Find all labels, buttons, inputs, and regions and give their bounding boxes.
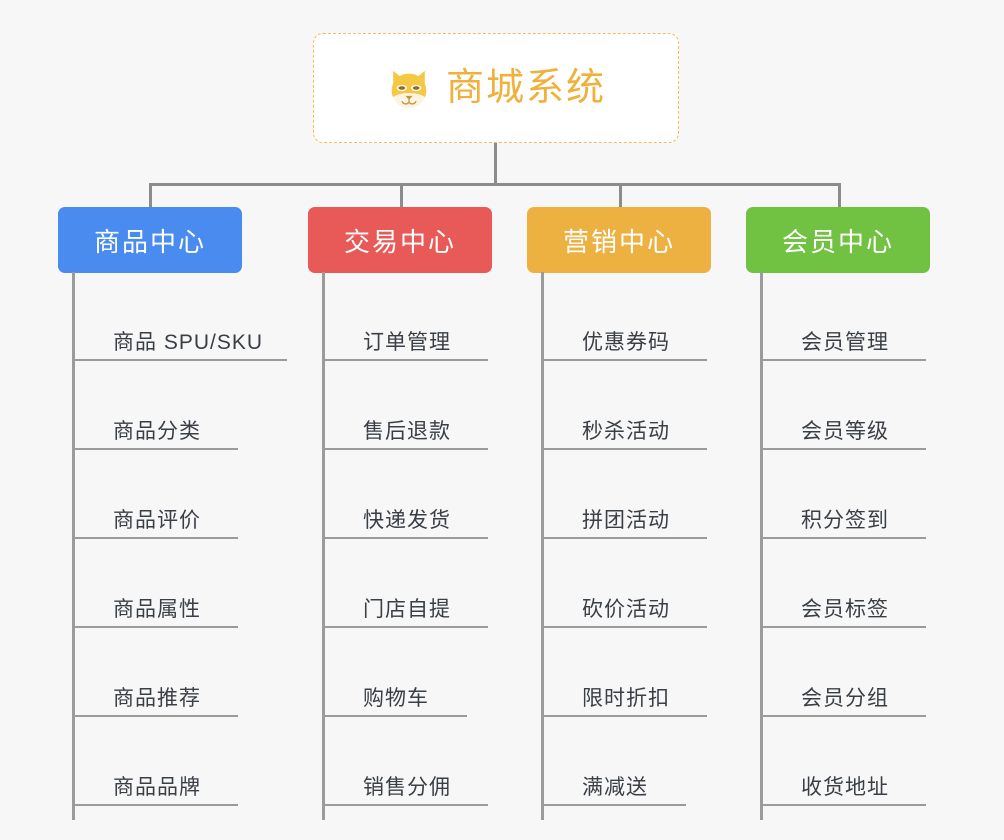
leaf-item[interactable]: 砍价活动 [544, 539, 707, 628]
branch-header-2[interactable]: 营销中心 [527, 207, 711, 273]
leaf-underline [544, 715, 707, 717]
leaf-label: 商品 SPU/SKU [113, 331, 264, 354]
leaf-underline [544, 804, 686, 806]
leaf-underline [763, 626, 926, 628]
leaf-underline [75, 626, 238, 628]
connector-drop-1 [149, 183, 152, 208]
leaf-underline [544, 359, 707, 361]
leaf-underline [75, 537, 238, 539]
leaf-item[interactable]: 会员等级 [763, 361, 926, 450]
branch-header-label: 交易中心 [343, 226, 456, 257]
leaf-underline [763, 804, 926, 806]
leaf-underline [763, 537, 926, 539]
leaf-item[interactable]: 商品 SPU/SKU [75, 272, 287, 361]
branch-trunk [760, 272, 763, 820]
leaf-item[interactable]: 销售分佣 [325, 717, 488, 806]
leaf-label: 满减送 [582, 776, 648, 799]
leaf-item[interactable]: 商品分类 [75, 361, 238, 450]
connector-drop-4 [838, 183, 841, 208]
branch-header-label: 商品中心 [93, 226, 206, 257]
leaf-item[interactable]: 会员分组 [763, 628, 926, 717]
leaf-item[interactable]: 商品属性 [75, 539, 238, 628]
leaf-label: 销售分佣 [363, 776, 451, 799]
connector-drop-2 [400, 183, 403, 208]
leaf-underline [325, 448, 488, 450]
leaf-label: 优惠券码 [582, 331, 670, 354]
leaf-item[interactable]: 满减送 [544, 717, 686, 806]
leaf-item[interactable]: 售后退款 [325, 361, 488, 450]
leaf-underline [325, 715, 467, 717]
leaf-label: 订单管理 [363, 331, 451, 354]
leaf-item[interactable]: 门店自提 [325, 539, 488, 628]
leaf-item[interactable]: 订单管理 [325, 272, 488, 361]
branch-header-label: 会员中心 [781, 226, 894, 257]
shiba-dog-face-icon [391, 70, 427, 109]
leaf-item[interactable]: 积分签到 [763, 450, 926, 539]
root-title: 商城系统 [445, 67, 606, 109]
leaf-item[interactable]: 收货地址 [763, 717, 926, 806]
leaf-item[interactable]: 商品评价 [75, 450, 238, 539]
leaf-item[interactable]: 商品品牌 [75, 717, 238, 806]
leaf-item[interactable]: 快递发货 [325, 450, 488, 539]
leaf-item[interactable]: 会员管理 [763, 272, 926, 361]
branch-trunk [322, 272, 325, 820]
leaf-label: 商品评价 [113, 509, 201, 532]
leaf-label: 商品推荐 [113, 687, 201, 710]
branch-header-0[interactable]: 商品中心 [58, 207, 242, 273]
leaf-label: 会员标签 [801, 598, 889, 621]
leaf-underline [325, 804, 488, 806]
leaf-label: 商品品牌 [113, 776, 201, 799]
leaf-underline [75, 804, 238, 806]
leaf-label: 收货地址 [801, 776, 889, 799]
leaf-underline [325, 626, 488, 628]
leaf-underline [763, 359, 926, 361]
leaf-label: 商品分类 [113, 420, 201, 443]
leaf-item[interactable]: 购物车 [325, 628, 467, 717]
leaf-label: 购物车 [363, 687, 429, 710]
leaf-item[interactable]: 限时折扣 [544, 628, 707, 717]
leaf-label: 快递发货 [363, 509, 451, 532]
root-node[interactable]: 商城系统 [313, 33, 679, 143]
leaf-underline [544, 537, 707, 539]
leaf-item[interactable]: 商品推荐 [75, 628, 238, 717]
connector-drop-3 [619, 183, 622, 208]
leaf-underline [325, 359, 488, 361]
branch-header-label: 营销中心 [562, 226, 675, 257]
leaf-underline [763, 715, 926, 717]
branch-header-3[interactable]: 会员中心 [746, 207, 930, 273]
leaf-label: 门店自提 [363, 598, 451, 621]
leaf-label: 秒杀活动 [582, 420, 670, 443]
branch-trunk [541, 272, 544, 820]
leaf-underline [544, 626, 707, 628]
leaf-item[interactable]: 拼团活动 [544, 450, 707, 539]
leaf-label: 会员分组 [801, 687, 889, 710]
leaf-label: 售后退款 [363, 420, 451, 443]
leaf-underline [75, 359, 287, 361]
leaf-label: 砍价活动 [582, 598, 670, 621]
leaf-underline [75, 448, 238, 450]
leaf-underline [544, 448, 707, 450]
leaf-item[interactable]: 秒杀活动 [544, 361, 707, 450]
leaf-label: 商品属性 [113, 598, 201, 621]
connector-bus [149, 183, 841, 186]
leaf-label: 限时折扣 [582, 687, 670, 710]
leaf-item[interactable]: 优惠券码 [544, 272, 707, 361]
leaf-underline [325, 537, 488, 539]
leaf-item[interactable]: 会员标签 [763, 539, 926, 628]
branch-header-1[interactable]: 交易中心 [308, 207, 492, 273]
leaf-label: 会员管理 [801, 331, 889, 354]
leaf-label: 拼团活动 [582, 509, 670, 532]
connector-root-stem [494, 143, 497, 185]
branch-trunk [72, 272, 75, 820]
leaf-underline [763, 448, 926, 450]
leaf-underline [75, 715, 238, 717]
leaf-label: 积分签到 [801, 509, 889, 532]
leaf-label: 会员等级 [801, 420, 889, 443]
